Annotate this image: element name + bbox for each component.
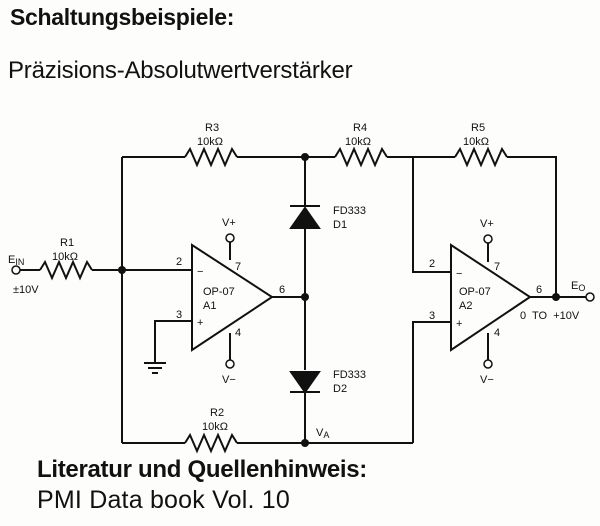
output-label: EO xyxy=(571,280,585,293)
input-label: EIN xyxy=(8,254,24,267)
a1-pin-vpos: 7 xyxy=(235,261,241,273)
junction-va xyxy=(301,439,309,447)
terminal-input xyxy=(11,265,21,275)
r5-value: 10kΩ xyxy=(463,136,489,148)
terminal-a2-vneg xyxy=(483,359,493,369)
a1-vneg-label: V− xyxy=(222,374,236,386)
r4-value: 10kΩ xyxy=(345,136,371,148)
junction-left-input xyxy=(118,266,126,274)
wire-a1-noninv xyxy=(154,320,192,362)
resistor-r3 xyxy=(184,146,238,168)
r3-name: R3 xyxy=(205,122,219,134)
circuit-schematic: EIN ±10V EO 0 TO +10V VA R1 10kΩ R3 10kΩ… xyxy=(8,122,595,454)
a2-vneg-label: V− xyxy=(480,374,494,386)
r1-name: R1 xyxy=(60,237,74,249)
a2-pin-vneg: 4 xyxy=(494,327,500,339)
a2-pin-vpos: 7 xyxy=(494,261,500,273)
references-text: PMI Data book Vol. 10 xyxy=(37,486,290,514)
a1-pin-vneg: 4 xyxy=(235,327,241,339)
input-range: ±10V xyxy=(13,284,39,296)
a1-minus: − xyxy=(197,266,203,278)
r5-name: R5 xyxy=(471,122,485,134)
wire-a2-inv xyxy=(412,157,451,273)
d1-name: D1 xyxy=(333,219,347,231)
d2-name: D2 xyxy=(333,383,347,395)
a1-plus: + xyxy=(197,317,203,329)
d1-part: FD333 xyxy=(333,205,366,217)
a1-name: A1 xyxy=(203,300,216,312)
terminal-a1-vpos xyxy=(225,233,235,243)
opamp-a2 xyxy=(450,243,532,352)
a2-plus: + xyxy=(456,318,462,330)
r2-value: 10kΩ xyxy=(202,421,228,433)
r4-name: R4 xyxy=(353,122,367,134)
r2-name: R2 xyxy=(210,407,224,419)
a1-pin-inv: 2 xyxy=(176,256,182,268)
ground-symbol xyxy=(144,362,166,374)
d2-part: FD333 xyxy=(333,369,366,381)
a1-vpos-label: V+ xyxy=(222,217,236,229)
a2-minus: − xyxy=(456,268,462,280)
terminal-a1-vneg xyxy=(225,359,235,369)
a2-pin-out: 6 xyxy=(536,284,542,296)
page-title: Schaltungsbeispiele: xyxy=(10,4,235,30)
terminal-output xyxy=(585,292,595,302)
resistor-r2 xyxy=(184,432,238,454)
a2-vpos-label: V+ xyxy=(480,218,494,230)
references-title: Literatur und Quellenhinweis: xyxy=(37,456,367,483)
resistor-r4 xyxy=(334,146,388,168)
a2-name: A2 xyxy=(459,300,472,312)
junction-a1-output xyxy=(301,293,309,301)
circuit-title: Präzisions-Absolutwertverstärker xyxy=(8,57,353,84)
junction-diode-top xyxy=(301,153,309,161)
terminal-a2-vpos xyxy=(483,234,493,244)
a1-pin-noninv: 3 xyxy=(176,309,182,321)
diode-d1 xyxy=(289,205,321,229)
r3-value: 10kΩ xyxy=(197,136,223,148)
wire-a2-noninv xyxy=(412,321,451,443)
node-va-label: VA xyxy=(316,427,329,440)
a1-pin-out: 6 xyxy=(279,284,285,296)
a2-pin-inv: 2 xyxy=(429,258,435,270)
resistor-r5 xyxy=(454,146,508,168)
a2-pin-noninv: 3 xyxy=(429,310,435,322)
output-range: 0 TO +10V xyxy=(520,310,580,322)
opamp-a1 xyxy=(191,243,274,352)
a2-part: OP-07 xyxy=(459,286,491,298)
a1-part: OP-07 xyxy=(203,286,235,298)
wire-top-out xyxy=(507,156,557,297)
resistor-r1 xyxy=(39,259,93,281)
junction-output xyxy=(552,293,560,301)
r1-value: 10kΩ xyxy=(52,251,78,263)
diode-d2 xyxy=(289,371,321,394)
